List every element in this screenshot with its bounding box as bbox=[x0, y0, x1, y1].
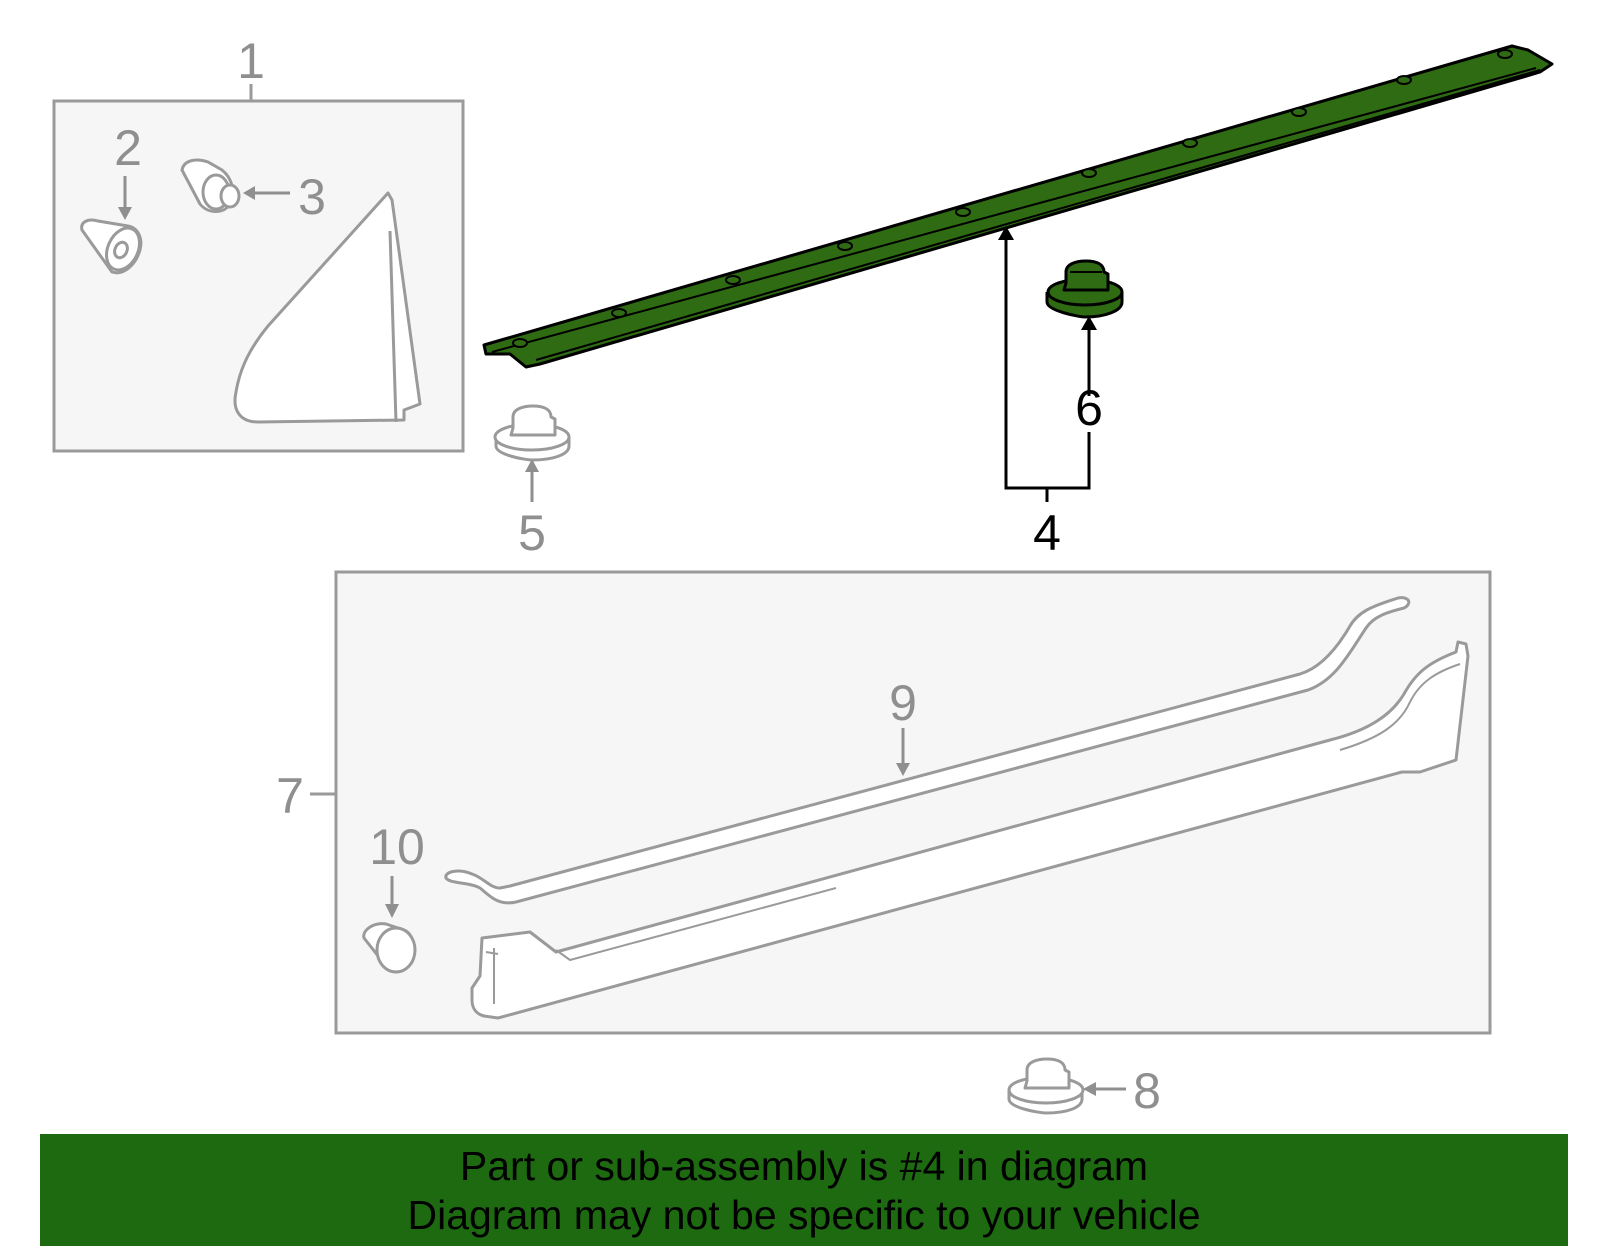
part-10-clip bbox=[362, 922, 417, 974]
callout-5-arrowhead bbox=[525, 459, 539, 472]
part-4-mounting-holes bbox=[512, 49, 1513, 348]
callout-9-arrowhead bbox=[896, 763, 910, 776]
callout-2-arrowhead bbox=[118, 207, 132, 220]
banner-line-2: Diagram may not be specific to your vehi… bbox=[407, 1192, 1201, 1238]
callout-5: 5 bbox=[518, 505, 546, 561]
part-1-garnish bbox=[233, 191, 422, 424]
part-8-clip bbox=[1007, 1057, 1085, 1115]
part-4-retainer-strip bbox=[482, 44, 1554, 369]
callout-1: 1 bbox=[237, 33, 265, 89]
callout-10-arrowhead bbox=[385, 904, 399, 918]
part-5-clip bbox=[493, 404, 571, 462]
callout-4: 4 bbox=[1033, 505, 1061, 561]
callout-6: 6 bbox=[1075, 380, 1103, 436]
callout-4-bracket bbox=[1004, 236, 1091, 502]
part-7-rocker-panel bbox=[470, 640, 1470, 1020]
callout-3: 3 bbox=[298, 169, 326, 225]
callout-7: 7 bbox=[276, 768, 304, 824]
part-9-molding bbox=[444, 596, 1411, 905]
callout-3-arrowhead bbox=[243, 186, 255, 200]
part-3-clip bbox=[180, 158, 241, 213]
banner-line-1: Part or sub-assembly is #4 in diagram bbox=[459, 1143, 1149, 1189]
callout-6-arrowhead bbox=[1081, 316, 1097, 330]
callout-10: 10 bbox=[369, 819, 425, 875]
part-2-clip bbox=[80, 218, 143, 275]
callout-2: 2 bbox=[114, 120, 142, 176]
callout-8-arrowhead bbox=[1083, 1082, 1096, 1096]
callout-9: 9 bbox=[889, 675, 917, 731]
callout-4-arrowhead bbox=[998, 226, 1014, 240]
info-banner: Part or sub-assembly is #4 in diagram Di… bbox=[40, 1134, 1568, 1246]
callout-8: 8 bbox=[1133, 1063, 1161, 1119]
part-6-clip bbox=[1045, 259, 1124, 319]
